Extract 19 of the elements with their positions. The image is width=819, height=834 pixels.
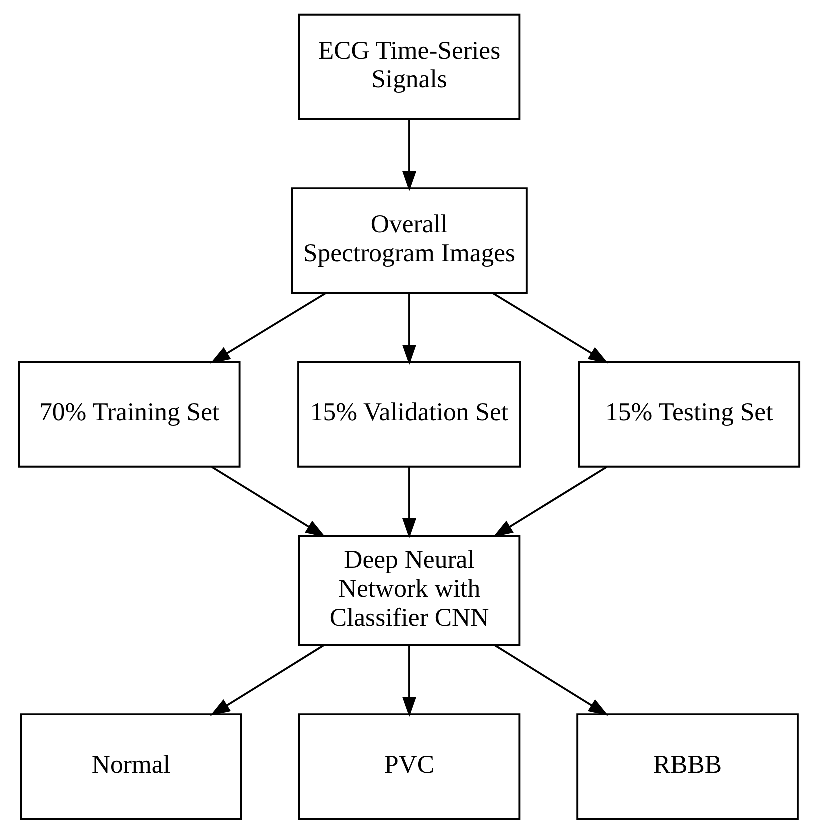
arrow <box>210 292 327 364</box>
arrow <box>210 644 324 716</box>
node-box: 15% Testing Set <box>578 361 801 468</box>
arrow <box>402 293 416 366</box>
node-box: PVC <box>298 714 521 820</box>
arrow <box>493 466 608 538</box>
arrow <box>402 646 416 718</box>
arrow <box>494 644 609 716</box>
node-box: Overall Spectrogram Images <box>291 188 528 294</box>
arrow <box>212 466 326 538</box>
node-box: 70% Training Set <box>18 361 241 468</box>
node-box: ECG Time-Series Signals <box>298 14 521 120</box>
node-box: Normal <box>20 714 242 820</box>
arrow <box>402 119 416 192</box>
node-box: 15% Validation Set <box>298 361 522 468</box>
node-box: RBBB <box>576 714 799 820</box>
node-box: Deep Neural Network with Classifier CNN <box>298 535 521 646</box>
arrow <box>402 467 416 538</box>
arrow <box>492 292 608 364</box>
